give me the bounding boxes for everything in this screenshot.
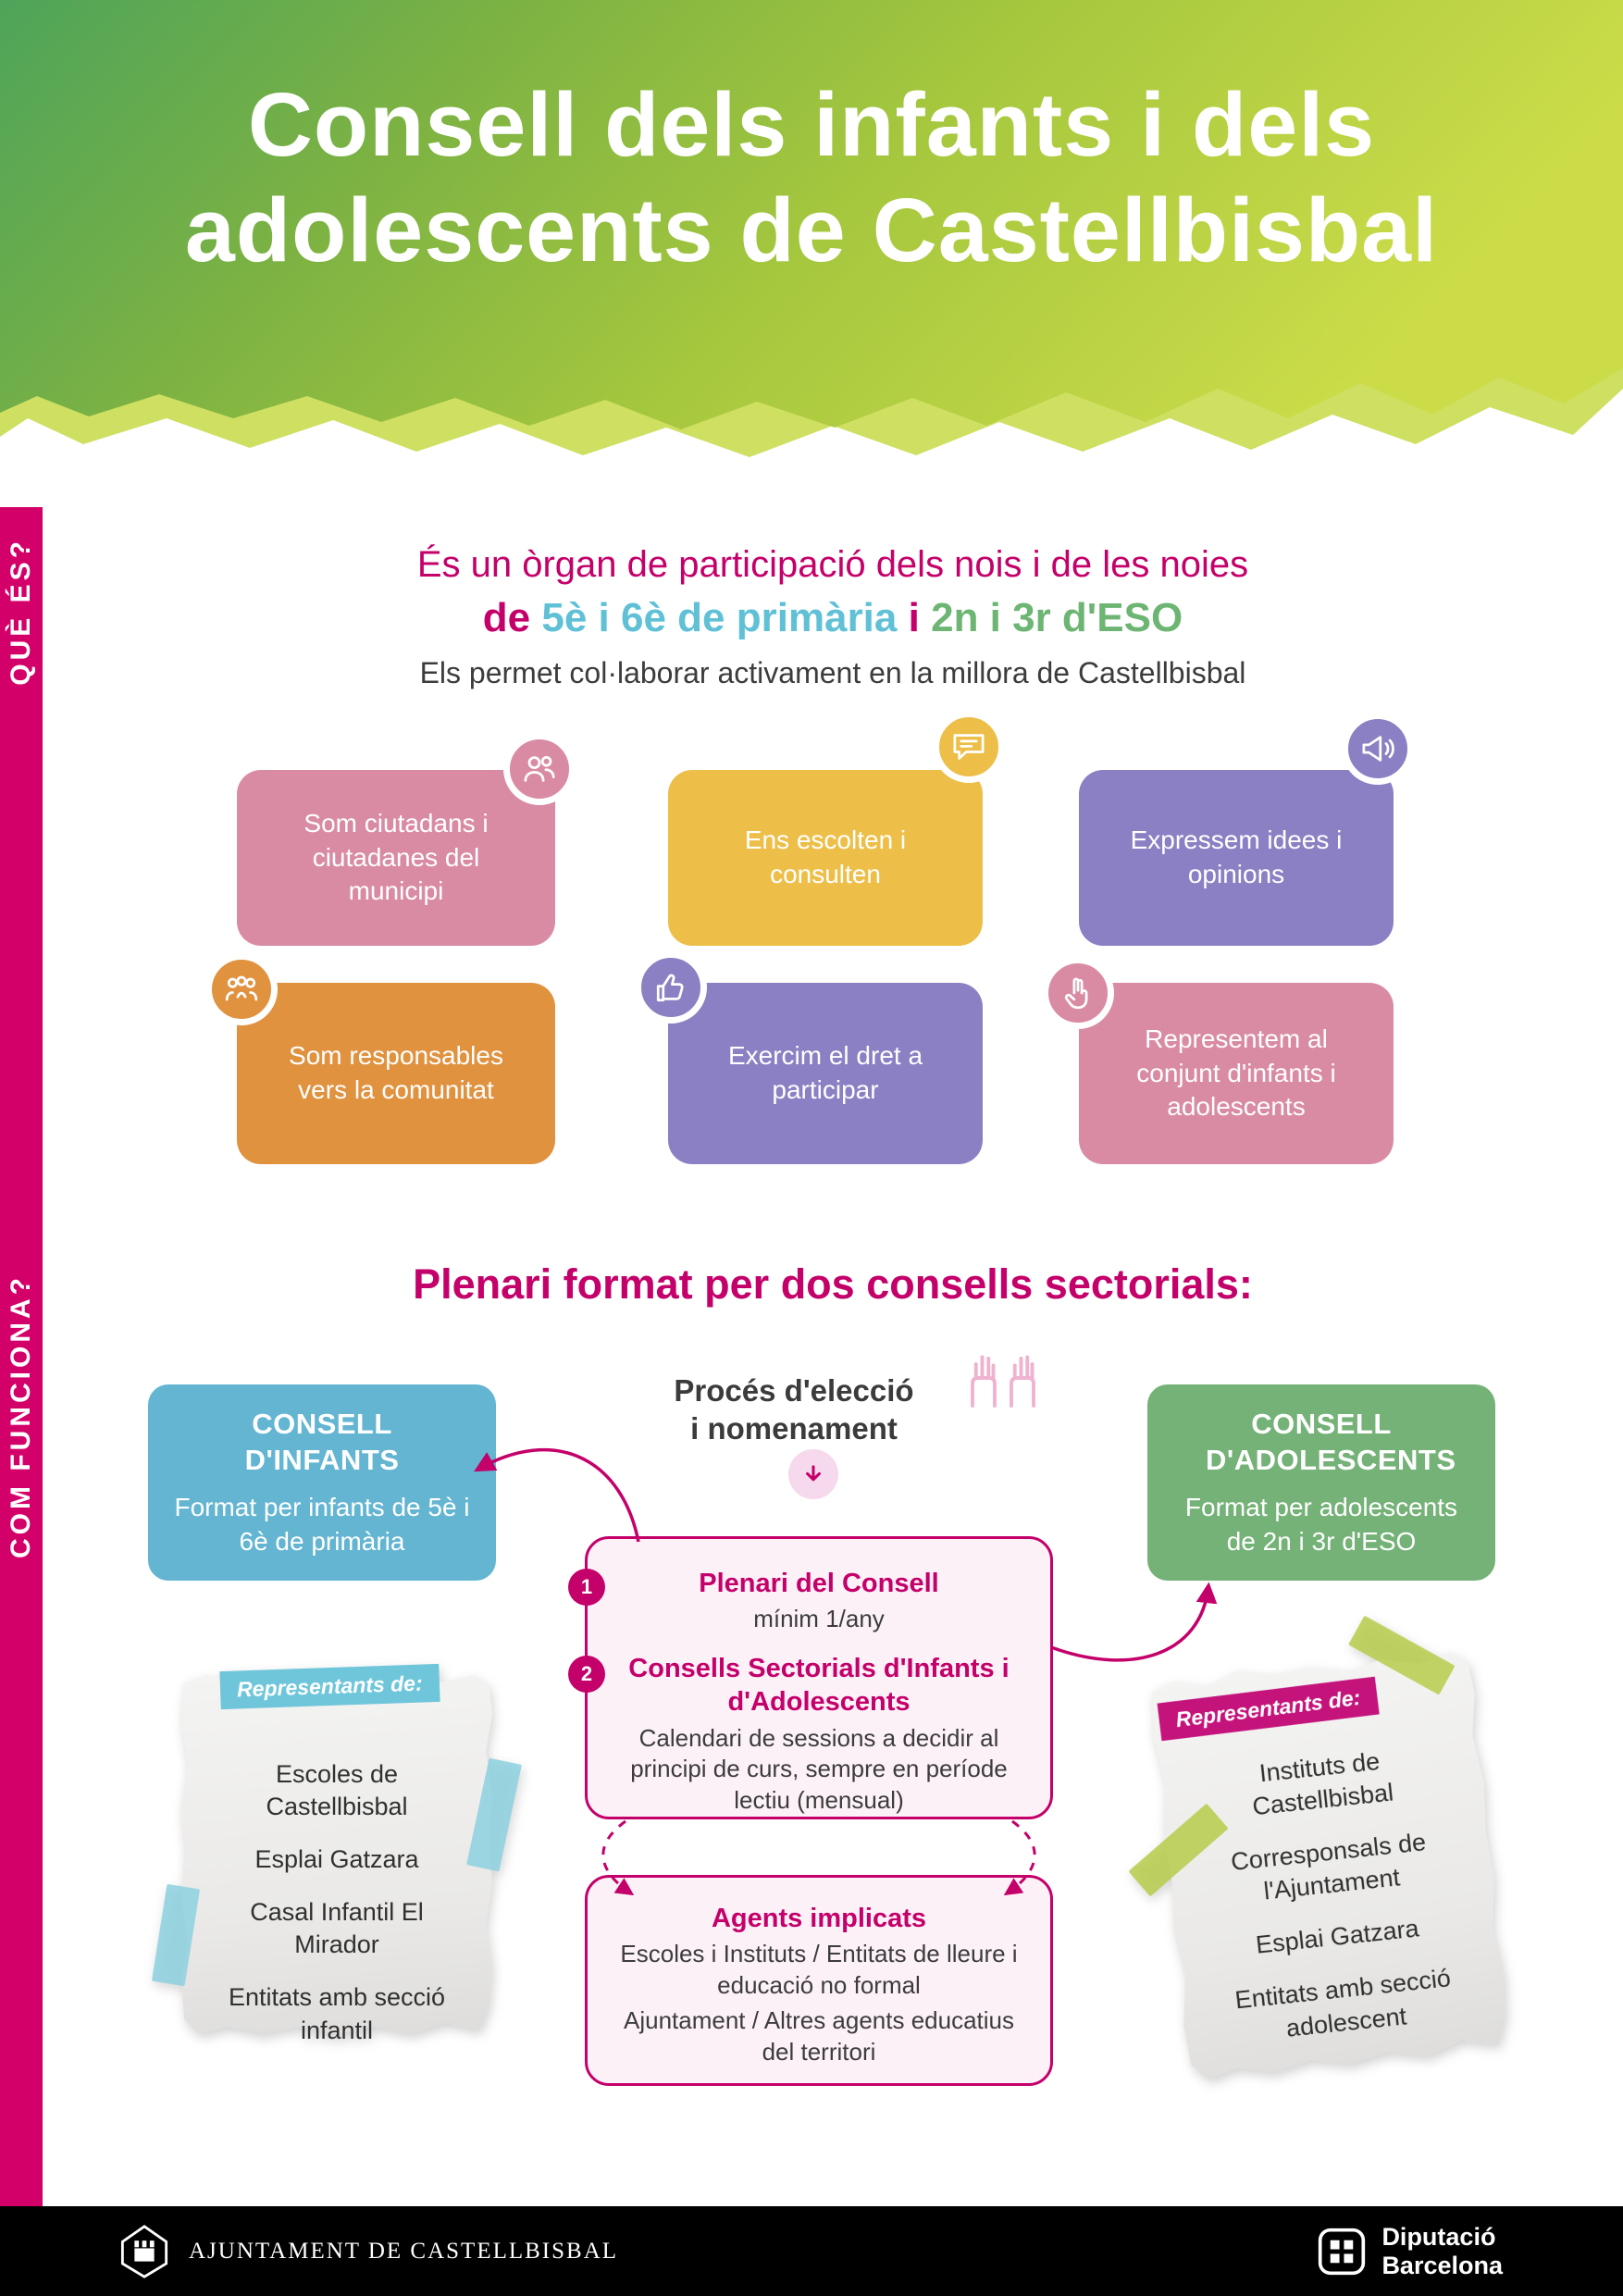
- diputacio-line1: Diputació: [1381, 2223, 1496, 2252]
- agents-line2: Ajuntament / Altres agents educatius del…: [623, 2005, 1015, 2066]
- victory-hand-icon: [1042, 957, 1114, 1029]
- section2-heading: Plenari format per dos consells sectoria…: [413, 1260, 1253, 1308]
- page-title-line2: adolescents de Castellbisbal: [184, 180, 1439, 281]
- card-exercim-dret: Exercim el dret a participar: [668, 983, 983, 1164]
- note-representants-infants: Representants de: Escoles de Castellbisb…: [151, 1663, 522, 2044]
- arrow-to-adolescents: [1050, 1582, 1218, 1662]
- diputacio-logo: Diputació Barcelona: [1317, 2223, 1503, 2279]
- consell-adolescents-desc: Format per adolescents de 2n i 3r d'ESO: [1184, 1493, 1458, 1556]
- consell-infants-box: CONSELL D'INFANTS Format per infants de …: [148, 1384, 496, 1581]
- intro-line2-pre: de: [482, 595, 531, 640]
- note-left-items: Escoles de Castellbisbal Esplai Gatzara …: [181, 1758, 492, 2067]
- note-right-items: Instituts de Castellbisbal Corresponsals…: [1157, 1734, 1511, 2075]
- list-item: Entitats amb secció adolescent: [1233, 1964, 1453, 2042]
- speech-bubble-icon: [933, 711, 1005, 783]
- ajuntament-label: AJUNTAMENT DE CASTELLBISBAL: [189, 2238, 619, 2264]
- card-text: Representem al conjunt d'infants i adole…: [1136, 1024, 1336, 1122]
- sidebar-label-que-es-text: QUÈ ÉS?: [6, 538, 36, 686]
- card-expressem-idees: Expressem idees i opinions: [1079, 770, 1394, 946]
- plenari-title: Plenari del Consell: [699, 1569, 939, 1598]
- consell-infants-title: CONSELL D'INFANTS: [244, 1407, 400, 1476]
- down-arrow-icon: [788, 1449, 838, 1499]
- agents-title: Agents implicats: [711, 1904, 927, 1933]
- section-strip: [0, 507, 43, 2206]
- ajuntament-logo: AJUNTAMENT DE CASTELLBISBAL: [120, 2224, 618, 2279]
- page-title-line1: Consell dels infants i dels: [247, 74, 1376, 175]
- card-text: Som ciutadans i ciutadanes del municipi: [304, 808, 489, 906]
- consell-infants-desc: Format per infants de 5è i 6è de primàri…: [174, 1493, 470, 1556]
- castellbisbal-crest-icon: [120, 2224, 168, 2278]
- agents-line1: Escoles i Instituts / Entitats de lleure…: [620, 1940, 1018, 2000]
- sidebar-label-que-es: QUÈ ÉS?: [0, 524, 43, 700]
- consell-adolescents-box: CONSELL D'ADOLESCENTS Format per adolesc…: [1147, 1384, 1495, 1581]
- intro-line2-eso: 2n i 3r d'ESO: [931, 595, 1183, 640]
- sectorials-title: Consells Sectorials d'Infants i d'Adoles…: [628, 1654, 1010, 1718]
- card-text: Som responsables vers la comunitat: [289, 1041, 503, 1104]
- intro-line1: És un òrgan de participació dels nois i …: [416, 544, 1249, 585]
- community-icon: [205, 953, 278, 1025]
- plenari-box: 1 2 Plenari del Consell mínim 1/any Cons…: [568, 1536, 1053, 1819]
- process-title: Procés d'elecció i nomenament: [637, 1371, 951, 1448]
- list-item: Casal Infantil El Mirador: [250, 1898, 424, 1959]
- note-representants-adolescents: Representants de: Instituts de Castellbi…: [1128, 1615, 1512, 2081]
- intro-line2-mid: i: [908, 595, 920, 640]
- list-item: Entitats amb secció infantil: [228, 1983, 446, 2044]
- diputacio-line2: Barcelona: [1381, 2251, 1503, 2279]
- vote-icon: [635, 951, 707, 1024]
- card-som-responsables: Som responsables vers la comunitat: [237, 983, 555, 1164]
- diputacio-label: Diputació Barcelona: [1381, 2223, 1503, 2278]
- step-1-badge: 1: [568, 1569, 605, 1606]
- consell-adolescents-title: CONSELL D'ADOLESCENTS: [1206, 1407, 1456, 1476]
- card-som-ciutadans: Som ciutadans i ciutadanes del municipi: [237, 770, 555, 946]
- list-item: Esplai Gatzara: [254, 1845, 419, 1874]
- plenari-sub: mínim 1/any: [753, 1605, 885, 1633]
- card-ens-escolten: Ens escolten i consulten: [668, 770, 983, 946]
- raised-hands-icon: [964, 1347, 1042, 1413]
- intro-line2-primaria: 5è i 6è de primària: [541, 595, 898, 640]
- torn-paper: [181, 1671, 492, 2034]
- intro-block: És un òrgan de participació dels nois i …: [43, 544, 1623, 690]
- footer: AJUNTAMENT DE CASTELLBISBAL Diputació Ba…: [0, 2206, 1623, 2296]
- arrow-to-infants: [474, 1447, 640, 1543]
- step-2-badge: 2: [568, 1656, 605, 1693]
- intro-line3: Els permet col·laborar activament en la …: [419, 656, 1246, 689]
- sectorials-sub: Calendari de sessions a decidir al princ…: [630, 1723, 1008, 1815]
- list-item: Escoles de Castellbisbal: [266, 1760, 408, 1821]
- note-left-label: Representants de:: [219, 1663, 440, 1710]
- process-title-line1: Procés d'elecció: [674, 1373, 914, 1408]
- megaphone-icon: [1342, 713, 1414, 785]
- process-title-line2: i nomenament: [690, 1411, 898, 1446]
- list-item: Esplai Gatzara: [1254, 1914, 1420, 1960]
- header-torn-background: [0, 0, 1623, 457]
- card-text: Expressem idees i opinions: [1130, 825, 1343, 888]
- intro-line2: de 5è i 6è de primària i 2n i 3r d'ESO: [43, 595, 1623, 641]
- card-text: Ens escolten i consulten: [744, 825, 907, 888]
- card-text: Exercim el dret a participar: [727, 1041, 923, 1104]
- page-title: Consell dels infants i dels adolescents …: [0, 72, 1623, 284]
- sidebar-label-com-funciona: COM FUNCIONA?: [0, 1249, 43, 1582]
- card-representem: Representem al conjunt d'infants i adole…: [1079, 983, 1394, 1164]
- diputacio-icon: [1319, 2228, 1366, 2275]
- agents-box: Agents implicats Escoles i Instituts / E…: [585, 1875, 1053, 2086]
- citizens-icon: [503, 733, 576, 805]
- list-item: Corresponsals de l'Ajuntament: [1229, 1828, 1428, 1905]
- sidebar-label-com-funciona-text: COM FUNCIONA?: [6, 1273, 36, 1558]
